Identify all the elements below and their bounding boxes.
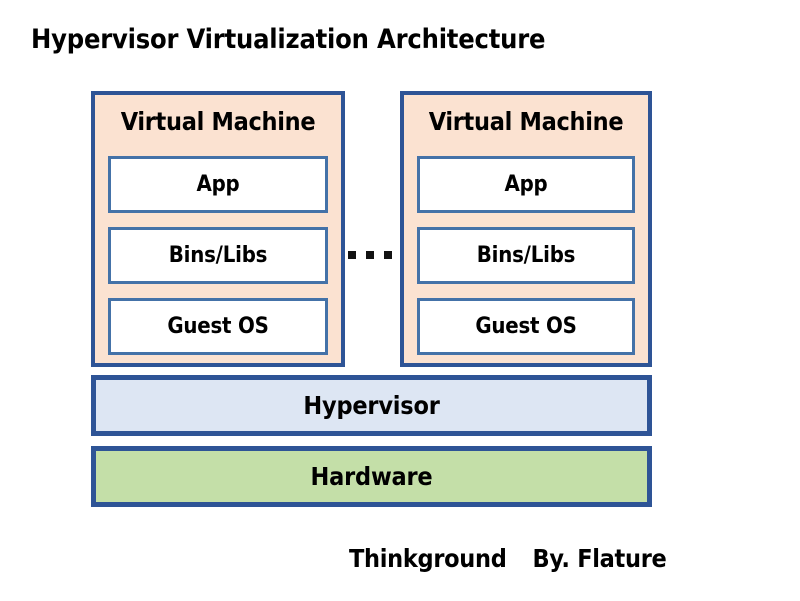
hardware-layer: Hardware bbox=[91, 446, 652, 507]
vm1-layer-guest-os-label: Guest OS bbox=[167, 314, 269, 339]
vm1-layer-app-label: App bbox=[196, 172, 240, 197]
vm1-layer-bins-libs-label: Bins/Libs bbox=[168, 243, 268, 268]
virtual-machine-title: Virtual Machine bbox=[428, 107, 624, 136]
vm2-layer-app: App bbox=[417, 156, 635, 213]
ellipsis-icon bbox=[348, 249, 392, 261]
footer-brand: Thinkground bbox=[349, 544, 507, 573]
footer: Thinkground By. Flature bbox=[349, 544, 667, 573]
vm1-layer-app: App bbox=[108, 156, 328, 213]
vm2-layer-bins-libs-label: Bins/Libs bbox=[476, 243, 576, 268]
vm2-layer-guest-os: Guest OS bbox=[417, 298, 635, 355]
ellipsis-dot bbox=[366, 251, 374, 259]
hardware-label: Hardware bbox=[310, 462, 433, 491]
ellipsis-dot bbox=[348, 251, 356, 259]
hypervisor-layer: Hypervisor bbox=[91, 375, 652, 436]
virtual-machine-title: Virtual Machine bbox=[120, 107, 316, 136]
ellipsis-dot bbox=[384, 251, 392, 259]
footer-author: By. Flature bbox=[532, 544, 667, 573]
hypervisor-label: Hypervisor bbox=[303, 391, 440, 420]
vm2-layer-app-label: App bbox=[504, 172, 548, 197]
virtual-machine-box-1: Virtual Machine App Bins/Libs Guest OS bbox=[91, 91, 345, 367]
vm2-layer-bins-libs: Bins/Libs bbox=[417, 227, 635, 284]
virtual-machine-box-2: Virtual Machine App Bins/Libs Guest OS bbox=[400, 91, 652, 367]
page-title: Hypervisor Virtualization Architecture bbox=[31, 24, 546, 55]
vm2-layer-guest-os-label: Guest OS bbox=[475, 314, 577, 339]
vm1-layer-bins-libs: Bins/Libs bbox=[108, 227, 328, 284]
vm1-layer-guest-os: Guest OS bbox=[108, 298, 328, 355]
